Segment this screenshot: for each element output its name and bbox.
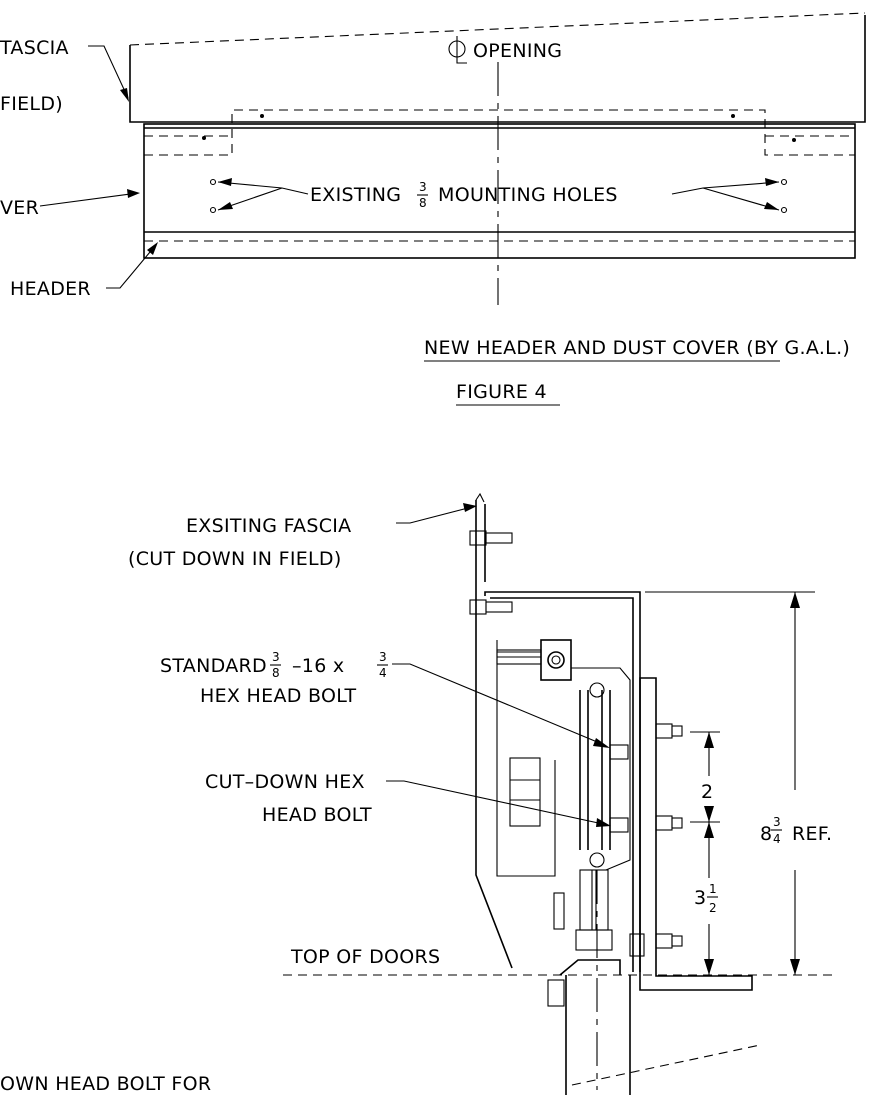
door-bolt [547,979,565,1007]
arrowhead [704,806,714,822]
arrowhead [790,959,800,975]
figure-title: FIGURE 4 [456,381,547,403]
cutdown-label-line2: HEAD BOLT [262,804,372,826]
arrowhead [593,738,610,748]
break-mark [475,492,485,503]
centerline-symbol [448,36,467,64]
header-channel [484,591,641,972]
header-label: HEADER [10,278,91,300]
rivet [260,114,264,118]
fascia-leader [88,45,129,99]
arrowhead [596,818,611,827]
mounting-holes [209,178,788,214]
fascia-section-leader [396,507,469,524]
angle-bracket [639,677,753,991]
rivet [202,136,206,140]
fascia-bolt [469,530,513,546]
dim-ref-suffix: REF. [792,823,832,845]
arrowhead [120,88,129,102]
arrowhead [147,242,158,255]
fascia-bolt [469,599,513,615]
track-insert [509,757,541,827]
cover-hidden-profile [144,109,855,156]
fascia-label-line2: FIELD) [0,93,63,115]
mounting-holes-frac-den: 8 [419,196,427,210]
dim-lower-whole: 3 [694,887,706,909]
pulley-assembly [496,639,631,871]
hanger-stem [553,869,613,951]
bolt-label-prefix: STANDARD [160,655,267,677]
arrowhead [704,732,714,748]
dim-2-label: 2 [701,781,713,803]
dim-lower-den: 2 [709,901,717,915]
bolt-label-line2: HEX HEAD BOLT [200,685,357,707]
rivet [792,138,796,142]
dim-ref-whole: 8 [760,823,772,845]
arrowhead [790,592,800,608]
fascia-plate [475,500,513,969]
arrowhead [704,822,714,838]
bolt-frac2-num: 3 [379,650,387,664]
track-box [496,640,556,877]
bolt-frac2-den: 4 [379,666,387,680]
figure-4-elevation: OPENING EXISTING 3 8 MOUNTING HOLES [0,12,866,406]
bolt-leader [392,663,603,745]
rivet [731,114,735,118]
cover-label: VER [0,197,39,219]
arrowhead [127,189,140,198]
bolt-label-mid: –16 x [292,655,344,677]
fascia-label-line1: TASCIA [0,37,69,59]
mounting-holes-label-prefix: EXISTING [310,184,401,206]
header-leader [106,245,156,289]
bolt-frac1-den: 8 [272,666,280,680]
dust-cover [143,123,856,259]
note-fragment: OWN HEAD BOLT FOR [0,1073,211,1095]
dim-ref-num: 3 [773,815,781,829]
dim-extension [690,731,720,823]
cutdown-label-line1: CUT–DOWN HEX [205,771,365,793]
door-panel [565,975,631,1095]
section-view: TOP OF DOORS 8 3 4 REF. 2 3 1 2 EXSITING… [0,492,835,1095]
arrowhead [463,503,477,512]
cover-leader [39,193,131,207]
mounting-holes-frac-num: 3 [419,180,427,194]
dim-lower-num: 1 [709,882,717,896]
opening-label: OPENING [473,40,562,62]
fascia-top-edge [129,12,866,46]
bracket-bolt [629,723,683,957]
bolt-frac1-num: 3 [272,650,280,664]
fascia-section-label-line2: (CUT DOWN IN FIELD) [128,548,342,570]
dim-ref-den: 4 [773,832,781,846]
fascia-section-label-line1: EXSITING FASCIA [186,515,351,537]
mounting-holes-label-suffix: MOUNTING HOLES [438,184,618,206]
door-break [571,1044,761,1086]
door-top-clip [559,959,621,976]
figure-caption: NEW HEADER AND DUST COVER (BY G.A.L.) [424,337,850,359]
header-channel-inner [490,597,634,972]
arrowhead [704,959,714,975]
insert-lines [510,779,540,801]
top-of-doors-label: TOP OF DOORS [290,946,440,968]
cutdown-leader [386,780,604,825]
